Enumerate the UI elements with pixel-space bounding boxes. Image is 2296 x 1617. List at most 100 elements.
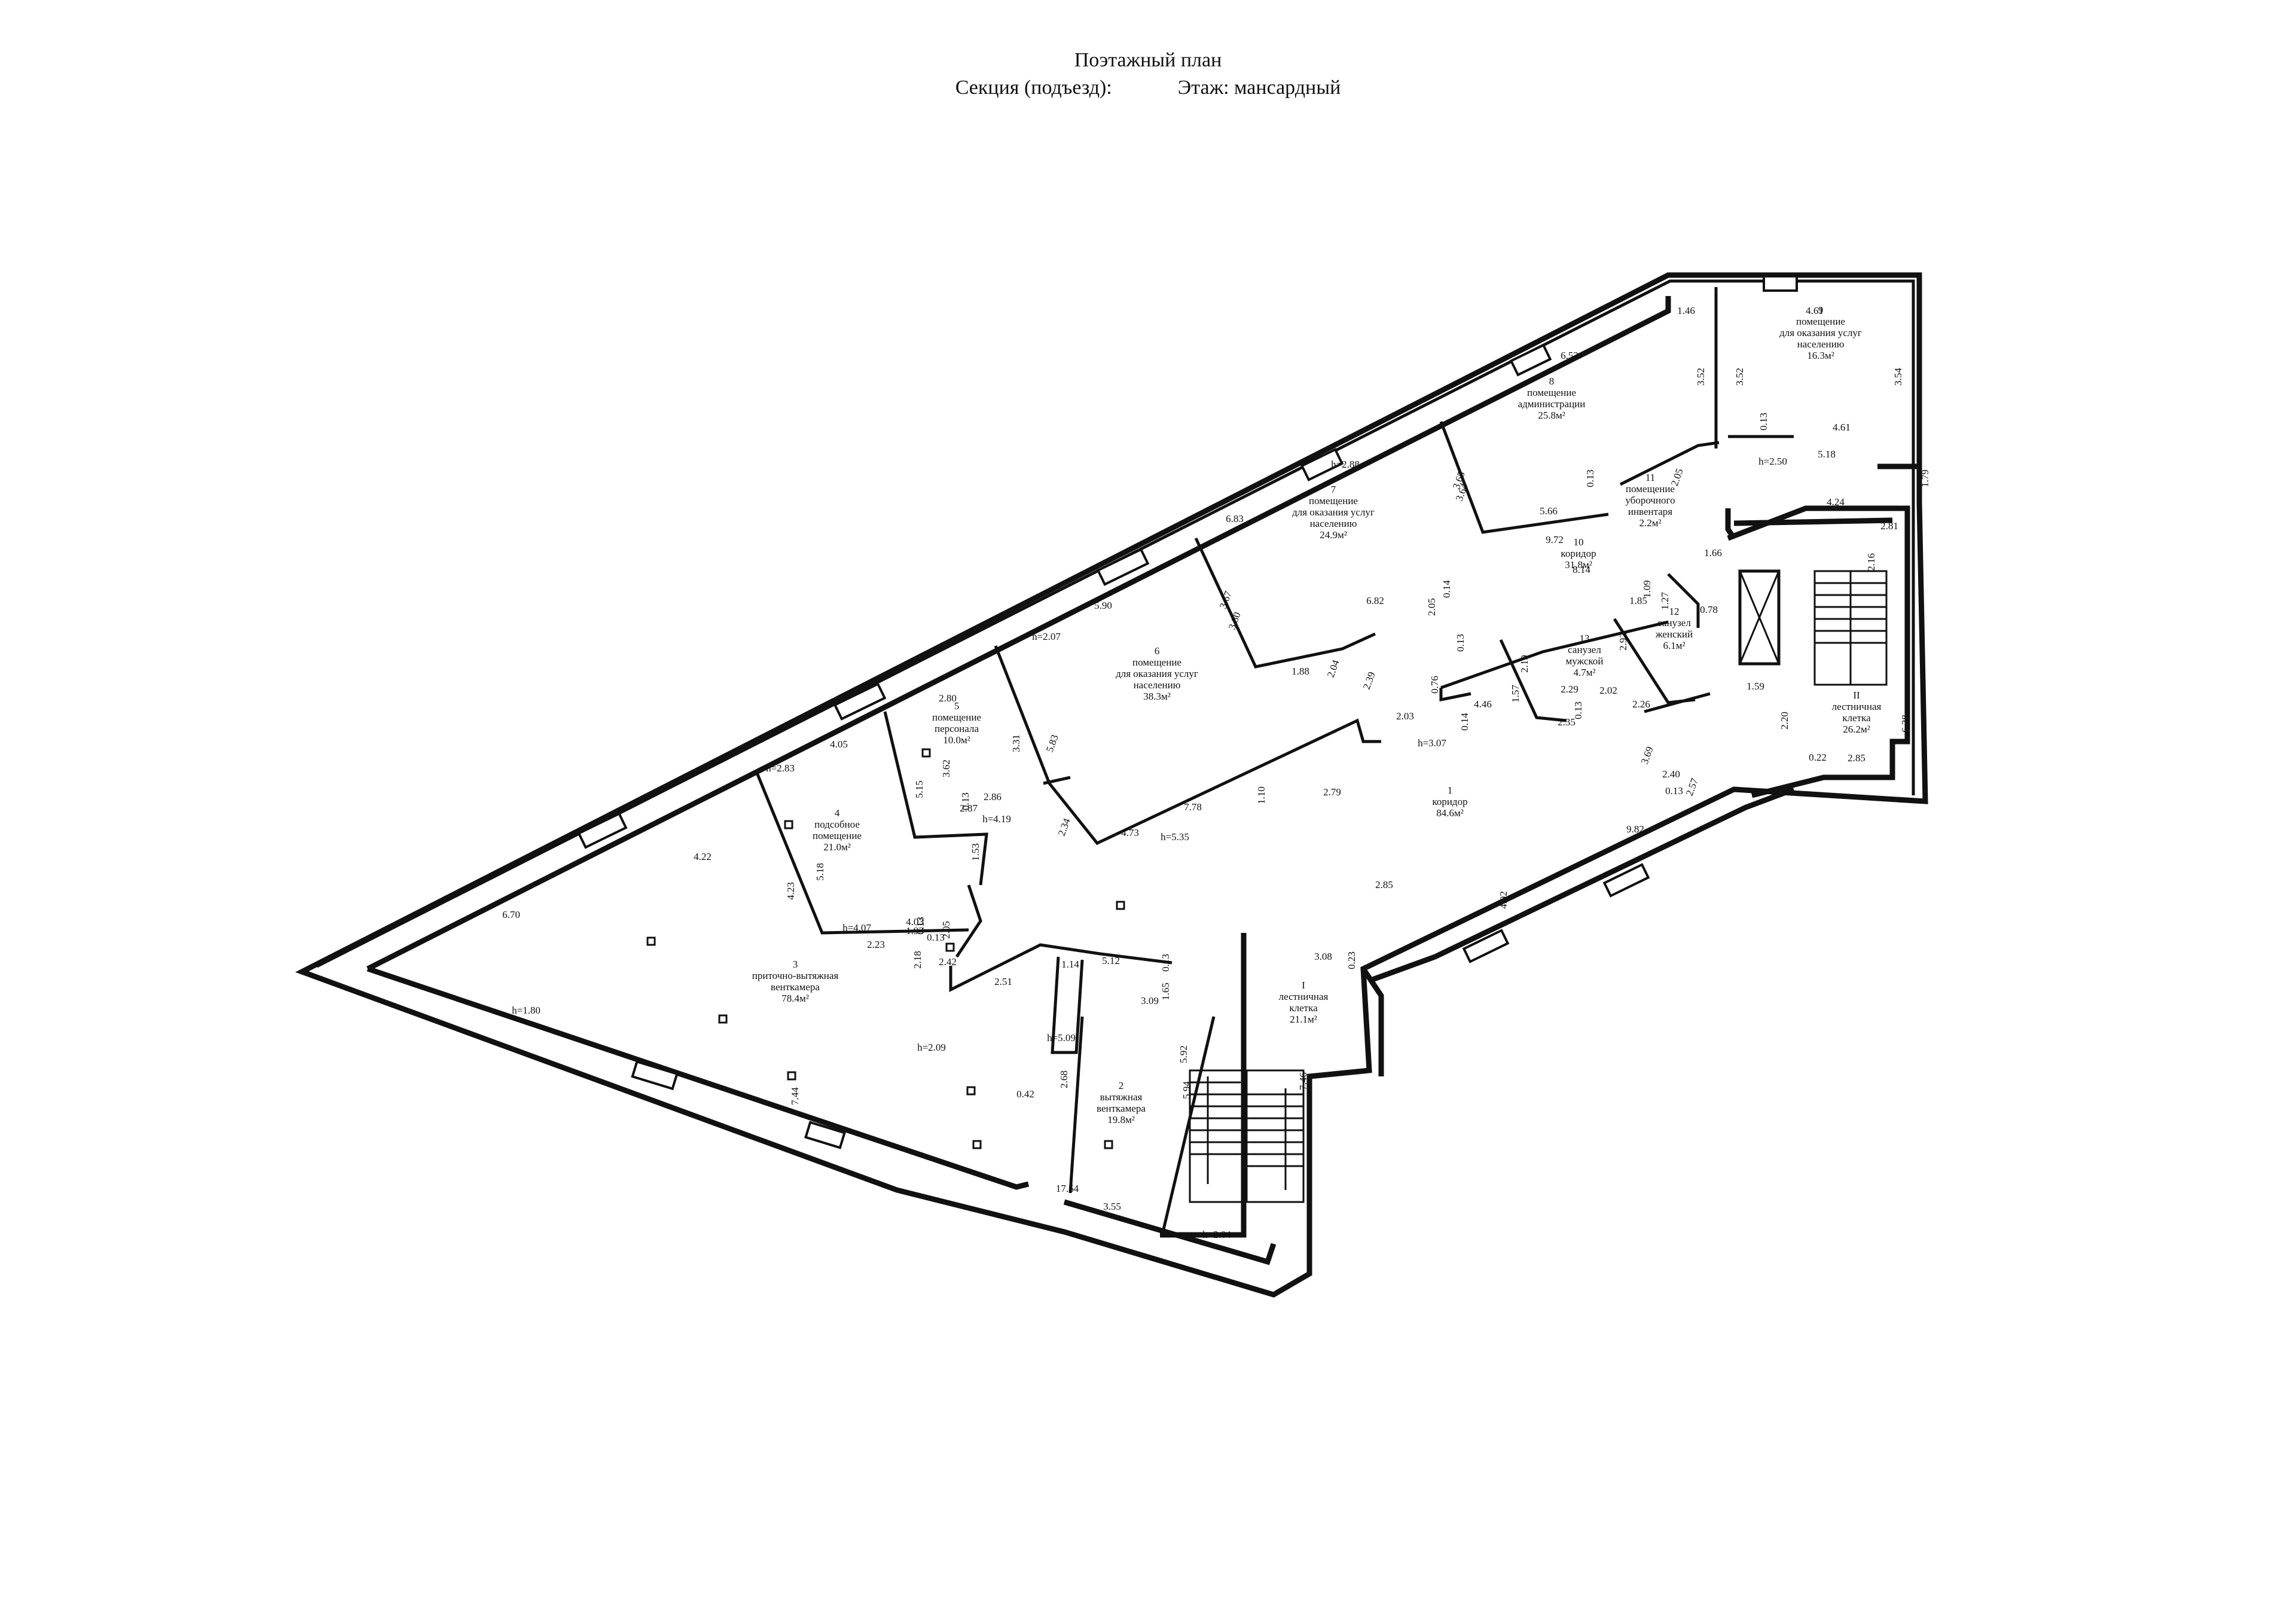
plan-subtitle: Секция (подъезд):Этаж: мансардный xyxy=(0,77,2296,99)
dimension-label: 1.14 xyxy=(1061,959,1079,970)
dimension-label: 2.39 xyxy=(1361,670,1378,691)
dimension-label: 6.83 xyxy=(1226,513,1244,524)
dimension-label: h=2.88 xyxy=(1331,459,1360,470)
dimension-label: 6.70 xyxy=(502,909,520,920)
dimension-label: 3.52 xyxy=(1695,368,1706,386)
dimension-label: h=1.80 xyxy=(512,1005,541,1016)
dimension-label: 0.13 xyxy=(1584,469,1596,487)
dimension-label: 2.26 xyxy=(1632,698,1650,710)
dimension-label: 2.87 xyxy=(960,803,978,814)
plan-title: Поэтажный план xyxy=(1074,49,1222,71)
stair-ii xyxy=(1738,569,1888,686)
dimension-label: 2.42 xyxy=(939,956,957,968)
dimension-label: h=2.83 xyxy=(766,762,795,774)
dimension-label: h=3.07 xyxy=(1418,737,1446,749)
dimension-label: 3.69 xyxy=(1639,745,1656,765)
dimension-label: 6.82 xyxy=(1366,595,1384,606)
dimension-label: 2.05 xyxy=(1669,467,1686,487)
outer-walls xyxy=(295,272,1928,1298)
dimension-label: 6.52 xyxy=(1561,350,1578,361)
dimension-label: 1.79 xyxy=(1919,469,1931,487)
dimension-label: 4.61 xyxy=(1806,305,1824,316)
dimension-label: 0.13 xyxy=(1160,954,1171,972)
dimension-label: h=5.09 xyxy=(1047,1032,1076,1044)
dimension-label: 4.73 xyxy=(1121,827,1139,838)
dimension-label: 1.66 xyxy=(1704,547,1722,559)
dimension-label: 4.03 xyxy=(906,916,924,928)
interior-walls xyxy=(755,287,1794,1232)
dimension-label: 2.04 xyxy=(1325,658,1342,679)
dimension-label: 4.05 xyxy=(830,739,848,750)
dimension-label: 1.65 xyxy=(1160,983,1171,1000)
dimension-label: 1.27 xyxy=(1659,592,1671,610)
dimension-label: 2.16 xyxy=(1866,553,1877,571)
dimension-label: h=2.09 xyxy=(917,1042,946,1053)
dimension-label: 2.92 xyxy=(1617,633,1629,651)
dimension-label: 2.68 xyxy=(1058,1070,1070,1088)
windows xyxy=(577,275,1798,1149)
dimension-label: 4.92 xyxy=(1498,891,1509,909)
dimension-label: 7.44 xyxy=(789,1087,801,1105)
dimension-label: 0.14 xyxy=(1441,580,1452,598)
dimension-label: 9.72 xyxy=(1546,534,1564,545)
dimension-label: 0.13 xyxy=(1455,634,1466,652)
dimension-label: 2.29 xyxy=(1561,684,1578,695)
dimension-label: 2.86 xyxy=(984,791,1002,803)
dimension-label: 4.46 xyxy=(1474,698,1492,710)
dimension-label: 7.46 xyxy=(1297,1072,1309,1090)
dimension-label: 2.20 xyxy=(1779,712,1790,730)
dimension-label: 1.88 xyxy=(1292,666,1309,677)
dimension-label: 2.23 xyxy=(867,939,885,950)
dimension-label: 1.59 xyxy=(1747,681,1764,692)
dimension-label: 1.57 xyxy=(1510,685,1521,703)
dimension-label: 0.13 xyxy=(915,917,926,935)
dimension-label: 0.78 xyxy=(1700,604,1718,615)
dimension-label: 8.14 xyxy=(1573,564,1590,575)
dimension-label: h=4.07 xyxy=(842,922,871,933)
dimension-label: 2.51 xyxy=(994,976,1012,987)
dimension-label: 0.22 xyxy=(1809,752,1827,763)
dimension-label: 2.80 xyxy=(939,692,957,704)
dimension-label: 1.09 xyxy=(1641,580,1653,598)
dimension-label: 2.81 xyxy=(1880,520,1898,532)
dimension-label: 2.18 xyxy=(912,951,923,969)
dimension-label: 3.31 xyxy=(1010,734,1022,752)
dimension-label: 1.85 xyxy=(1629,595,1647,606)
section-label: Секция (подъезд): xyxy=(955,77,1112,99)
column-marks xyxy=(646,748,1125,1149)
dimension-label: 1.93 xyxy=(906,925,924,936)
dimension-label: 0.76 xyxy=(1429,676,1440,694)
dimension-label: 2.35 xyxy=(1558,716,1576,728)
dimension-label: 5.18 xyxy=(814,863,826,881)
dimension-label: 1.46 xyxy=(1677,305,1695,316)
dimension-label: 5.12 xyxy=(1102,955,1120,966)
dimension-label: 1.53 xyxy=(970,843,981,861)
dimension-label: 3.62 xyxy=(941,759,952,777)
dimension-label: 6.28 xyxy=(1900,715,1911,733)
dimension-label: 7.78 xyxy=(1184,801,1202,813)
dimension-label: 4.61 xyxy=(1833,422,1851,433)
dimension-label: 2.57 xyxy=(1684,776,1700,797)
dimension-label: h=5.35 xyxy=(1161,831,1189,843)
dimension-label: 4.24 xyxy=(1827,496,1845,508)
dimension-label: 2.05 xyxy=(1426,598,1437,616)
dimension-label: h=2.07 xyxy=(1032,631,1061,642)
dimension-label: 4.22 xyxy=(694,851,712,862)
dimension-label: 3.80 xyxy=(1226,611,1243,631)
dimension-label: 2.79 xyxy=(1323,786,1341,798)
dimension-label: 2.85 xyxy=(1375,879,1393,890)
